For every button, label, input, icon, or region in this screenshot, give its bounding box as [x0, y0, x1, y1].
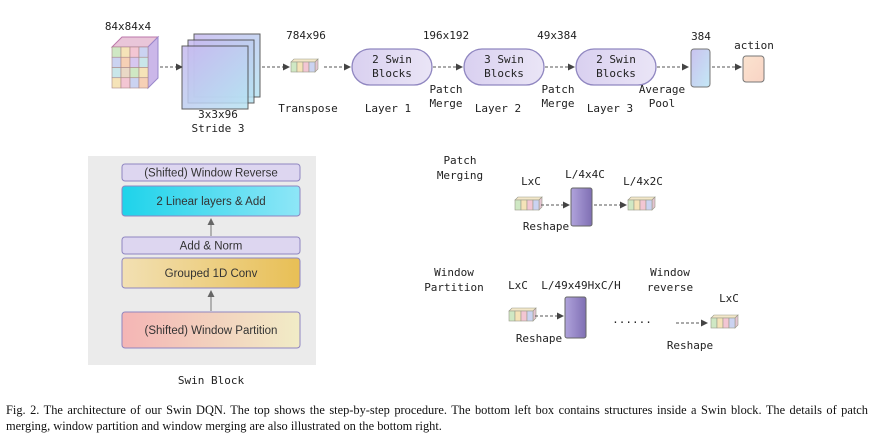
add-norm-box: [121, 236, 301, 255]
pool-label-2: Pool: [649, 97, 676, 110]
layer3-text-1: 2 Swin: [596, 53, 636, 66]
grouped-conv-text: Grouped 1D Conv: [165, 268, 258, 280]
pm-input-dims: LxC: [521, 175, 541, 188]
action-box: [742, 55, 765, 83]
input-dims-label: 84x84x4: [105, 20, 152, 33]
layer3-text-2: Blocks: [596, 67, 636, 80]
pm-reshape-label: Reshape: [523, 220, 569, 233]
conv-stride-label: Stride 3: [192, 122, 245, 135]
merge2-label-2: Merge: [541, 97, 574, 110]
wp-reshaped-block: [564, 296, 587, 339]
embed-token-strip-icon: [290, 58, 319, 73]
pooled-vector-box: [690, 48, 711, 88]
window-partition-title-1: Window: [434, 266, 474, 279]
layer1-swin-pill: [351, 48, 433, 86]
wp-reshape-label: Reshape: [516, 332, 562, 345]
layer3-label: Layer 3: [587, 102, 633, 115]
input-cube-icon: [110, 35, 160, 90]
architecture-figure: 84x84x4 3x3x96 Stride 3 784x96 Transpose…: [88, 20, 774, 387]
layer2-swin-pill: [463, 48, 545, 86]
pm-output-strip-icon: [627, 196, 656, 211]
add-norm-text: Add & Norm: [180, 241, 243, 253]
merge1-label-2: Merge: [429, 97, 462, 110]
pm-reshaped-block: [570, 187, 593, 227]
transpose-label: Transpose: [278, 102, 338, 115]
layer2-label: Layer 2: [475, 102, 521, 115]
wp-input-strip-icon: [508, 307, 537, 322]
swin-block-title: Swin Block: [178, 374, 245, 387]
wp-mid-dims: L/49x49HxC/H: [541, 279, 620, 292]
layer2-text-1: 3 Swin: [484, 53, 524, 66]
merge2-label-1: Patch: [541, 83, 574, 96]
layer2-dims-label: 196x192: [423, 29, 469, 42]
pm-input-strip-icon: [514, 196, 543, 211]
pm-mid-dims: L/4x4C: [565, 168, 605, 181]
wr-reshape-label: Reshape: [667, 339, 713, 352]
layer1-label: Layer 1: [365, 102, 411, 115]
window-reverse-title-1: Window: [650, 266, 690, 279]
window-reverse-text: (Shifted) Window Reverse: [144, 168, 278, 180]
window-partition-title-2: Partition: [424, 281, 484, 294]
figure-caption: Fig. 2. The architecture of our Swin DQN…: [6, 403, 868, 433]
layer1-text-2: Blocks: [372, 67, 412, 80]
action-label: action: [734, 39, 774, 52]
conv-planes-icon: [181, 33, 261, 110]
conv-kernel-label: 3x3x96: [198, 108, 238, 121]
window-partition-box: [121, 311, 301, 349]
wr-output-strip-icon: [710, 314, 739, 329]
pool-dims-label: 384: [691, 30, 711, 43]
pm-output-dims: L/4x2C: [623, 175, 663, 188]
layer2-text-2: Blocks: [484, 67, 524, 80]
merge1-label-1: Patch: [429, 83, 462, 96]
wr-output-dims: LxC: [719, 292, 739, 305]
embed-dims-label: 784x96: [286, 29, 326, 42]
patch-merging-title-1: Patch: [443, 154, 476, 167]
pool-label-1: Average: [639, 83, 685, 96]
layer1-text-1: 2 Swin: [372, 53, 412, 66]
window-partition-text: (Shifted) Window Partition: [145, 325, 278, 337]
window-reverse-title-2: reverse: [647, 281, 693, 294]
wp-ellipsis: ......: [612, 313, 652, 326]
wp-input-dims: LxC: [508, 279, 528, 292]
grouped-conv-box: [121, 257, 301, 289]
linear-layers-text: 2 Linear layers & Add: [156, 196, 265, 208]
linear-layers-box: [121, 185, 301, 217]
layer3-dims-label: 49x384: [537, 29, 577, 42]
patch-merging-title-2: Merging: [437, 169, 483, 182]
window-reverse-layer: [121, 163, 301, 182]
layer3-swin-pill: [575, 48, 657, 86]
